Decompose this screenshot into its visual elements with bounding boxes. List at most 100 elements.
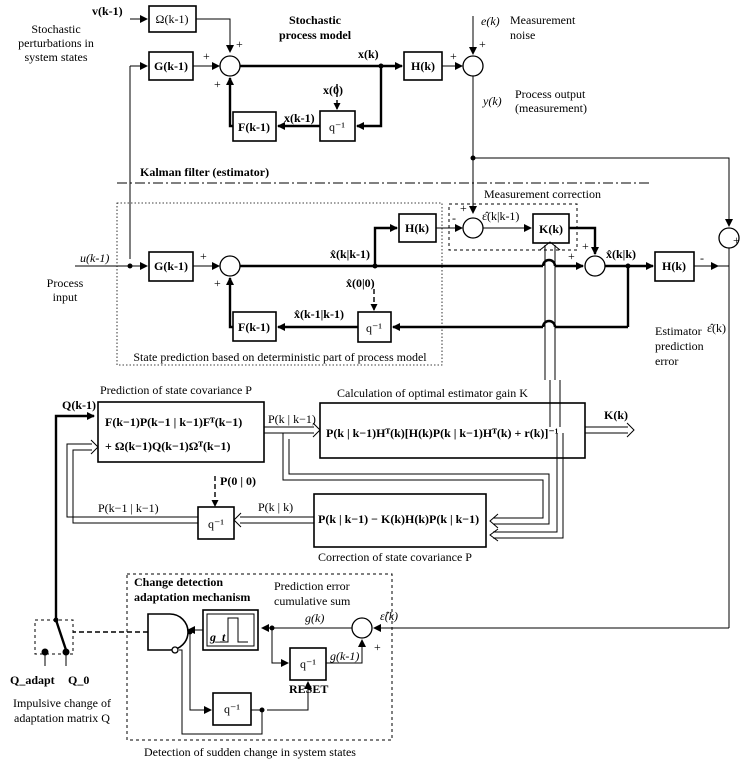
gain-title: Calculation of optimal estimator gain K	[337, 386, 528, 400]
pred-cov-block	[97, 401, 265, 463]
sum-node-mid	[219, 255, 241, 277]
q0-label: Q_0	[68, 673, 89, 687]
q-cov-block	[197, 506, 235, 540]
q-det-label: q⁻¹	[224, 702, 240, 716]
process-input-2: input	[53, 290, 78, 304]
measurement-correction-label: Measurement correction	[484, 187, 601, 201]
gain-block	[319, 402, 586, 459]
q-top-label: q⁻¹	[329, 120, 345, 134]
stochastic-process-model: v(k-1) Stochastic perturbations in syste…	[18, 4, 587, 142]
reset-label: RESET	[289, 682, 328, 696]
and-gate	[147, 613, 189, 651]
h-mid-block	[398, 213, 437, 243]
h-top-block	[403, 51, 443, 81]
perturbations-label-1: Stochastic	[31, 22, 80, 36]
f-top-label: F(k-1)	[238, 120, 270, 134]
x0-label: x(0)	[323, 83, 343, 97]
stochastic-model-title-2: process model	[279, 28, 352, 42]
g-mid-label: G(k-1)	[154, 259, 188, 273]
eps-k-label: ε̂(k)	[707, 321, 726, 335]
estimator-error-1: Estimator	[655, 324, 702, 338]
h-top-label: H(k)	[411, 59, 435, 73]
sum-node-innovation	[462, 217, 484, 239]
adaptation-switch: Q_adapt Q_0 Impulsive change of adaptati…	[10, 617, 148, 725]
estimator-error-3: error	[655, 354, 678, 368]
change-detection-title-1: Change detection	[134, 575, 223, 589]
g-mid-block	[148, 251, 194, 282]
g-top-label: G(k-1)	[154, 59, 188, 73]
sign-plus: +	[479, 37, 486, 51]
detection-title: Detection of sudden change in system sta…	[144, 745, 356, 759]
pkk-label: P(k | k)	[258, 500, 293, 514]
sign-minus: -	[700, 251, 704, 265]
q-cusum-block	[289, 647, 327, 681]
u-input-label: u(k-1)	[80, 251, 109, 265]
sign-plus: +	[214, 276, 221, 290]
sign-plus: +	[460, 201, 467, 215]
change-detection-section: Change detection adaptation mechanism Pr…	[126, 573, 729, 759]
estimator-error-2: prediction	[655, 339, 704, 353]
sum-node-measurement	[462, 55, 484, 77]
sign-plus: +	[568, 249, 575, 263]
kalman-filter: State prediction based on deterministic …	[47, 201, 740, 628]
pkk1-label: P(k | k−1)	[268, 412, 316, 426]
sign-minus: -	[452, 211, 456, 225]
sign-plus: +	[582, 239, 589, 253]
pred-error-sum-1: Prediction error	[274, 579, 350, 593]
sign-plus: +	[374, 640, 381, 654]
v-input-label: v(k-1)	[92, 4, 123, 18]
f-mid-label: F(k-1)	[238, 320, 270, 334]
x-state-label: x(k)	[358, 47, 379, 61]
kalman-filter-title: Kalman filter (estimator)	[140, 165, 269, 179]
gk-label: g(k)	[305, 611, 324, 625]
eps-k2-label: ε̂(k)	[380, 609, 398, 623]
pred-cov-eq1: F(k−1)P(k−1 | k−1)Fᵀ(k−1)	[105, 415, 242, 429]
x-upd-label: x̂(k|k)	[606, 247, 636, 261]
sign-plus: +	[200, 249, 207, 263]
q-top-block	[319, 110, 356, 142]
process-output-1: Process output	[515, 87, 586, 101]
corr-block	[313, 493, 487, 548]
state-prediction-label: State prediction based on deterministic …	[133, 350, 427, 364]
state-prediction-box	[116, 202, 443, 366]
q-cov-label: q⁻¹	[208, 517, 224, 531]
sign-plus: +	[203, 49, 210, 63]
measurement-noise-1: Measurement	[510, 13, 576, 27]
impulsive-label-2: adaptation matrix Q	[14, 711, 110, 725]
pred-cov-title: Prediction of state covariance P	[100, 383, 252, 397]
process-output-2: (measurement)	[515, 101, 587, 115]
p00-label: P(0 | 0)	[220, 474, 256, 488]
gt-label: g_t	[209, 630, 226, 644]
change-detection-box	[126, 573, 393, 741]
sum-node-update	[584, 255, 606, 277]
pred-cov-eq2: + Ω(k−1)Q(k−1)Ωᵀ(k−1)	[105, 439, 231, 453]
corr-title: Correction of state covariance P	[318, 550, 472, 564]
covariance-section: Q(k-1) Prediction of state covariance P …	[54, 380, 635, 620]
corr-eq: P(k | k−1) − K(k)H(k)P(k | k−1)	[318, 512, 479, 526]
process-input-1: Process	[47, 276, 84, 290]
measurement-noise-2: noise	[510, 28, 535, 42]
q-mid-label: q⁻¹	[366, 321, 382, 335]
sign-plus: +	[733, 233, 740, 247]
sign-plus: +	[236, 37, 243, 51]
perturbations-label-2: perturbations in	[18, 36, 94, 50]
x-pred-label: x̂(k|k-1)	[330, 247, 370, 261]
sum-node-cusum	[351, 617, 373, 639]
pred-error-sum-2: cumulative sum	[274, 594, 351, 608]
eps-pred-label: ε̂(k|k-1)	[482, 209, 519, 223]
noise-e-label: e(k)	[481, 14, 500, 28]
pk1k1-label: P(k−1 | k−1)	[98, 501, 159, 515]
x-prev-label: x̂(k-1|k-1)	[294, 307, 344, 321]
xk1-label: x(k-1)	[284, 111, 315, 125]
q-k1-label: Q(k-1)	[62, 398, 96, 412]
gain-eq: P(k | k−1)Hᵀ(k)[H(k)P(k | k−1)Hᵀ(k) + r(…	[326, 426, 559, 440]
impulsive-label-1: Impulsive change of	[13, 696, 111, 710]
sum-node-top	[219, 55, 241, 77]
q-adapt-label: Q_adapt	[10, 673, 55, 687]
omega-block	[148, 5, 197, 33]
omega-block-label: Ω(k-1)	[156, 12, 189, 26]
y-output-label: y(k)	[482, 94, 502, 108]
k-mid-label: K(k)	[539, 222, 563, 236]
perturbations-label-3: system states	[25, 50, 88, 64]
k-gain-out-label: K(k)	[604, 408, 628, 422]
